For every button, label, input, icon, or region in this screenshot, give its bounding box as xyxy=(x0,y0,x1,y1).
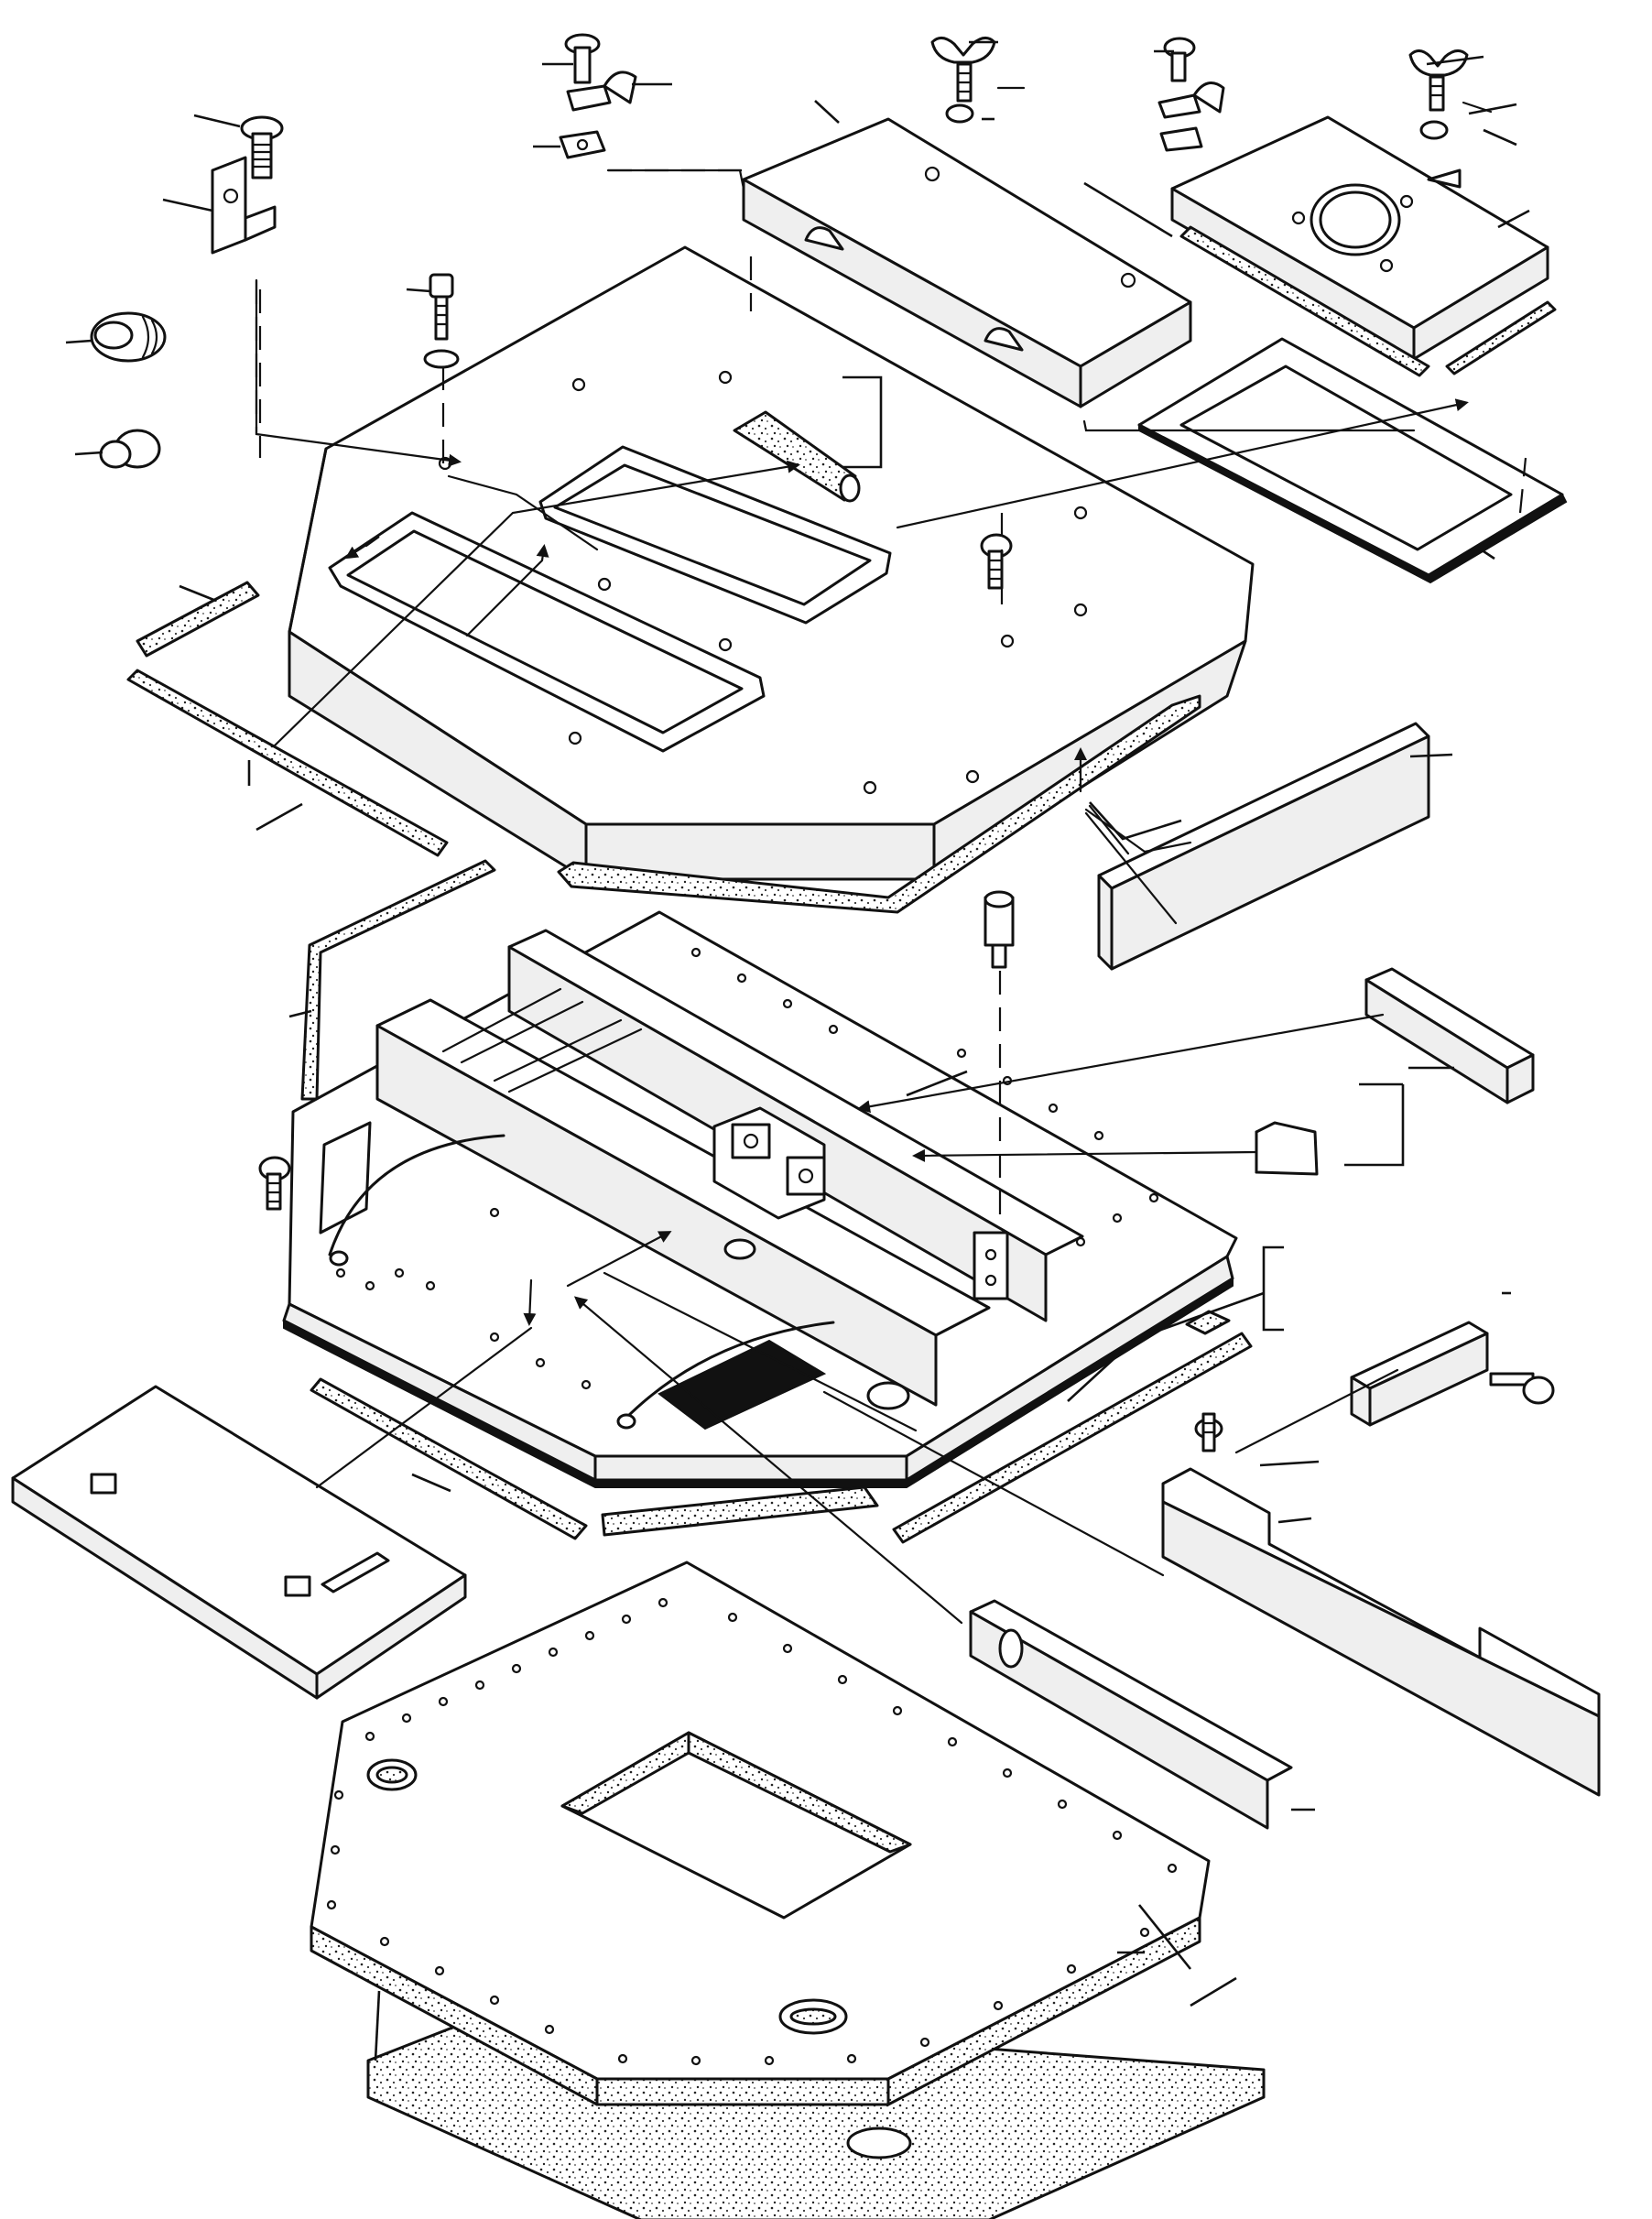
gasket-strip xyxy=(136,581,260,658)
base-plate-upper xyxy=(310,1561,1211,2106)
angle-bracket xyxy=(211,156,277,255)
bolt-icon xyxy=(1194,1412,1223,1452)
assembly-arrows xyxy=(255,169,1527,1625)
grommet-icon xyxy=(90,311,167,363)
gasket-strip xyxy=(1445,300,1557,375)
gasket-strip xyxy=(310,1377,588,1540)
gasket-strip xyxy=(892,1332,1253,1544)
cover-plate-long xyxy=(742,117,1192,408)
gasket-frame xyxy=(1137,337,1568,584)
bolt-clamp-right xyxy=(1157,37,1225,152)
gasket-strip xyxy=(557,694,1201,914)
chassis xyxy=(282,910,1238,1488)
bolt-icon xyxy=(240,115,284,179)
gasket-strip xyxy=(601,1485,879,1537)
long-rail xyxy=(969,1599,1293,1830)
cover-plate-round-port xyxy=(1170,115,1549,377)
gasket-strip xyxy=(126,669,449,857)
bolt-clamp-left xyxy=(559,33,637,159)
leader-lines xyxy=(65,40,1530,2061)
standoff xyxy=(984,890,1015,969)
base-plate-lower-slot xyxy=(846,2127,912,2159)
bolt-icon xyxy=(1489,1372,1555,1405)
hardware-top xyxy=(90,33,1493,469)
wing-nut-icon xyxy=(930,37,1026,124)
socket-screw-icon xyxy=(423,273,460,369)
side-panel-short xyxy=(1364,967,1535,1104)
bolt-icon xyxy=(258,1156,291,1211)
wing-nut-icon xyxy=(1408,49,1493,140)
hose xyxy=(733,410,861,503)
wedge-block xyxy=(1255,1121,1319,1176)
upper-housing xyxy=(288,245,1255,881)
plug-icon xyxy=(99,429,161,469)
bar-bracket xyxy=(1350,1321,1489,1427)
access-plate xyxy=(11,1385,467,1700)
gasket-strip xyxy=(1185,1310,1231,1335)
stepped-rail xyxy=(1161,1467,1601,1797)
side-panel xyxy=(1097,722,1430,971)
